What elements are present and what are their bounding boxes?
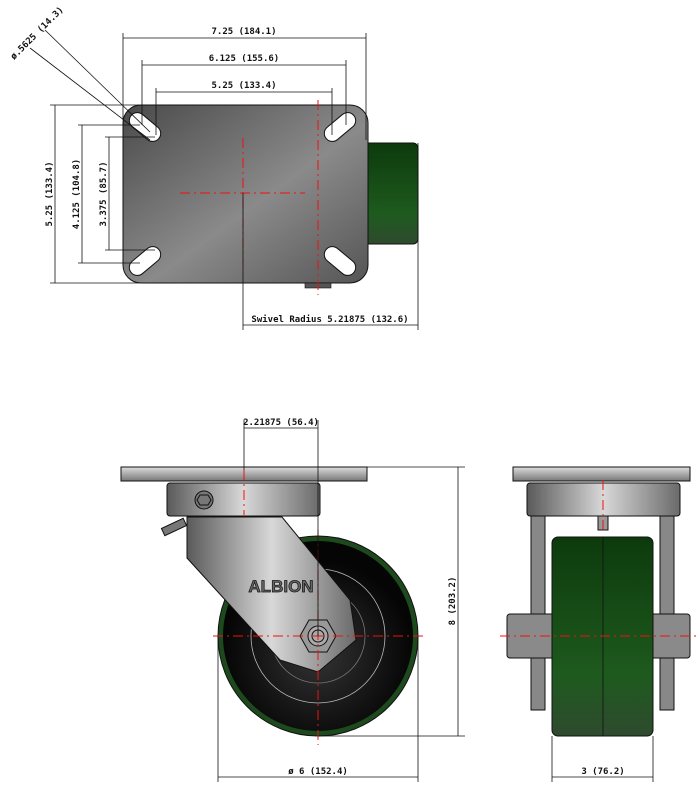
fork-leg-left	[530, 515, 546, 711]
side-dimension-lines	[551, 736, 654, 782]
dim-offset: 2.21875 (56.4)	[243, 418, 319, 428]
top-dimension-lines	[29, 29, 419, 330]
dim-inner-slot-span: 5.25 (133.4)	[211, 81, 276, 91]
dim-outer-slot-span: 6.125 (155.6)	[209, 54, 279, 64]
kingpin-bolt	[194, 490, 214, 510]
dim-wheel-width: 3 (76.2)	[581, 767, 624, 777]
front-dimension-lines	[217, 420, 465, 782]
top-view: 7.25 (184.1) 6.125 (155.6) 5.25 (133.4) …	[9, 5, 419, 330]
hex-socket-icon	[196, 494, 212, 506]
side-view: 3 (76.2)	[500, 466, 699, 782]
front-view: ALBION 2.21875 (56.4) 8 (203.2) ø 6 (152…	[120, 418, 465, 782]
dim-overall-height: 8 (203.2)	[448, 577, 458, 626]
dim-swivel-radius: Swivel Radius 5.21875 (132.6)	[251, 314, 408, 325]
fork-leg-right	[659, 515, 675, 711]
dim-inner-slot-length: 3.375 (85.7)	[99, 161, 109, 226]
slot-bottom-right	[323, 246, 357, 276]
dim-overall-length: 5.25 (133.4)	[45, 161, 55, 226]
side-centerlines	[500, 480, 699, 637]
dim-wheel-diameter: ø 6 (152.4)	[288, 767, 348, 777]
slot-bottom-left	[128, 246, 162, 276]
side-top-plate	[512, 466, 691, 482]
dim-overall-width: 7.25 (184.1)	[211, 27, 276, 37]
albion-logo: ALBION	[248, 577, 313, 596]
wheel-top-edge	[361, 142, 419, 245]
top-plate	[122, 104, 369, 284]
dim-outer-slot-length: 4.125 (104.8)	[72, 159, 82, 229]
grease-fitting	[160, 517, 188, 537]
